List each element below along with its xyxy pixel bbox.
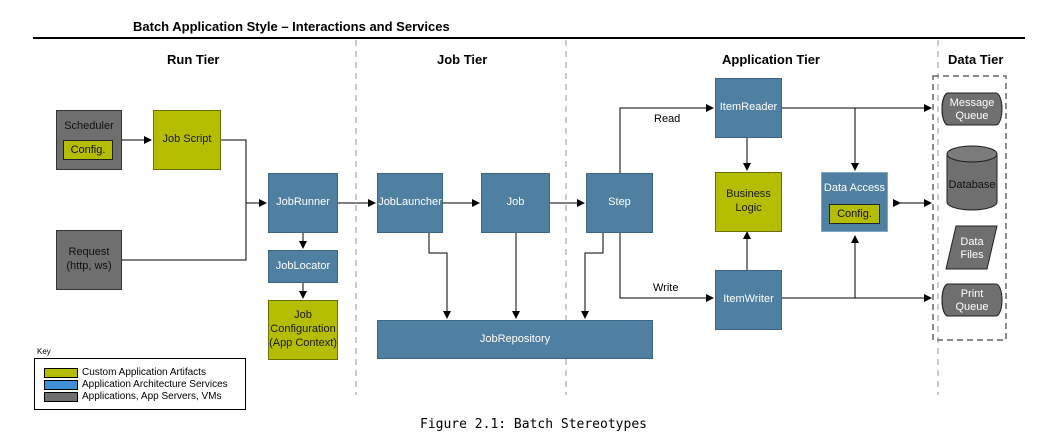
legend-label: Applications, App Servers, VMs	[82, 391, 222, 402]
data-access-label: Data Access	[823, 182, 886, 194]
step-node: Step	[586, 173, 653, 233]
read-label: Read	[654, 113, 681, 125]
edge-jobscript-runner	[221, 139, 267, 207]
diagram-title: Batch Application Style – Interactions a…	[133, 19, 450, 34]
message-queue-end	[941, 92, 949, 126]
business-logic-node: Business Logic	[715, 172, 782, 232]
scheduler-label: Scheduler	[64, 120, 114, 132]
job-script-node: Job Script	[153, 110, 221, 170]
database-top	[946, 145, 998, 163]
edge-step-repository	[581, 233, 604, 319]
key-title: Key	[37, 347, 51, 356]
data-files-shape	[945, 225, 998, 270]
job-locator-node: JobLocator	[268, 250, 338, 283]
item-writer-node: ItemWriter	[715, 270, 782, 330]
job-configuration-node: Job Configuration (App Context)	[268, 300, 338, 360]
legend-swatch-custom	[44, 367, 78, 378]
legend-item: Applications, App Servers, VMs	[44, 391, 222, 402]
edge-launcher-repository	[428, 233, 451, 319]
edge-request-runner	[122, 203, 247, 261]
figure-caption: Figure 2.1: Batch Stereotypes	[420, 417, 647, 432]
tier-label-data: Data Tier	[948, 52, 1004, 67]
legend-item: Custom Application Artifacts	[44, 367, 206, 378]
legend-swatch-services	[44, 379, 78, 390]
job-repository-node: JobRepository	[377, 320, 653, 359]
print-queue-end	[941, 283, 949, 317]
database-label: Database	[948, 179, 996, 191]
write-label: Write	[653, 282, 679, 294]
job-runner-node: JobRunner	[268, 173, 338, 233]
job-node: Job	[481, 173, 550, 233]
print-queue-label: Print Queue	[955, 288, 989, 314]
edge-step-reader	[619, 104, 714, 173]
tier-label-job: Job Tier	[437, 52, 488, 67]
data-access-config: Config.	[829, 204, 880, 224]
item-reader-node: ItemReader	[715, 78, 782, 138]
job-launcher-node: JobLauncher	[377, 173, 443, 233]
database-shape	[946, 154, 998, 211]
request-node: Request (http, ws)	[56, 230, 122, 290]
scheduler-config: Config.	[63, 140, 113, 160]
tier-label-run: Run Tier	[167, 52, 220, 67]
tier-label-application: Application Tier	[722, 52, 820, 67]
data-tier-container	[932, 75, 1007, 341]
message-queue-label: Message Queue	[949, 97, 995, 123]
legend-label: Application Architecture Services	[82, 379, 228, 390]
legend: Custom Application Artifacts Application…	[34, 358, 246, 410]
legend-label: Custom Application Artifacts	[82, 367, 206, 378]
edge-step-writer	[619, 233, 714, 302]
legend-swatch-apps	[44, 391, 78, 402]
legend-item: Application Architecture Services	[44, 379, 228, 390]
data-files-label: Data Files	[960, 236, 984, 262]
